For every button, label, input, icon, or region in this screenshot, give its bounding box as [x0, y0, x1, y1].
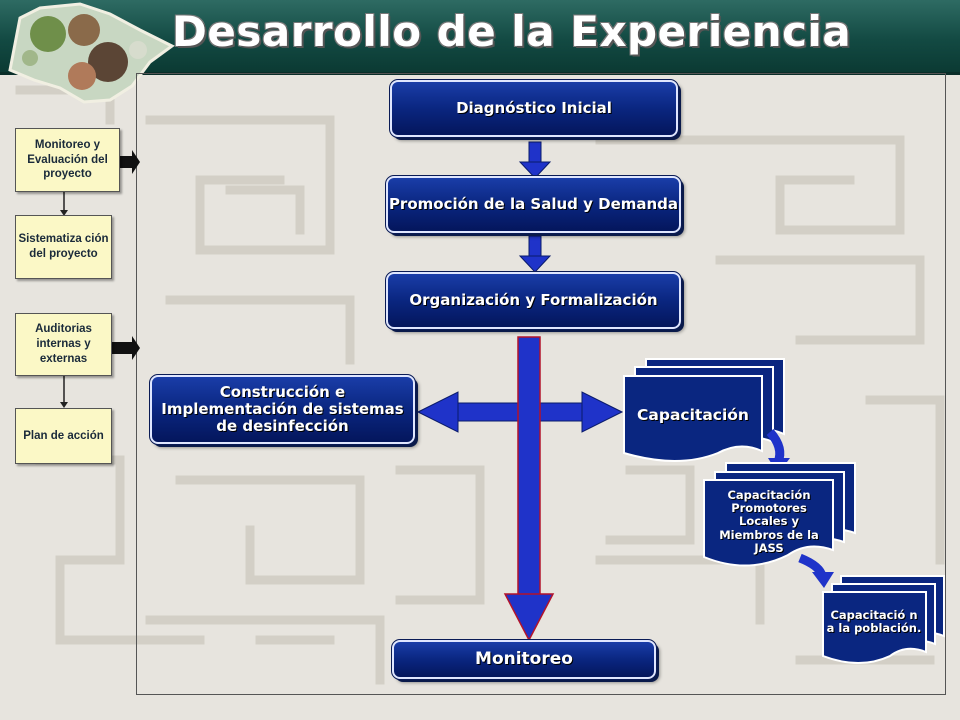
capacitacion-promotores-document-stack [703, 462, 856, 567]
box-diagnostico-inicial: Diagnóstico Inicial [389, 79, 679, 138]
down-arrow-diagnostico-promocion [518, 141, 552, 179]
sidebar-item-auditorias: Auditorias internas y externas [15, 313, 112, 376]
curved-arrow-to-poblacion [798, 553, 834, 588]
logo-map-photo-collage [8, 2, 175, 104]
diagram-frame [136, 73, 946, 695]
box-organizacion-formalizacion: Organización y Formalización [385, 271, 682, 330]
sidebar-pointer-arrow [120, 150, 140, 174]
main-vertical-arrow [503, 336, 555, 642]
label-capacitacion-poblacion: Capacitació n a la población. [826, 607, 922, 635]
box-construccion-implementacion: Construcción e Implementación de sistema… [149, 374, 416, 445]
sidebar-connector-arrowhead [60, 210, 68, 216]
label-capacitacion: Capacitación [637, 406, 749, 425]
box-monitoreo: Monitoreo [391, 639, 657, 680]
sidebar-pointer-arrow [112, 336, 140, 360]
label-capacitacion-promotores: Capacitación Promotores Locales y Miembr… [719, 487, 819, 555]
sidebar-item-sistematizacion: Sistematiza ción del proyecto [15, 215, 112, 279]
sidebar-item-plan-accion: Plan de acción [15, 408, 112, 464]
capacitacion-poblacion-document-stack [822, 575, 945, 664]
down-arrow-promocion-organizacion [518, 235, 552, 273]
box-promocion-salud: Promoción de la Salud y Demanda [385, 175, 682, 234]
sidebar-item-monitoreo-evaluacion: Monitoreo y Evaluación del proyecto [15, 128, 120, 192]
sidebar-connector-arrowhead [60, 402, 68, 408]
page-title: Desarrollo de la Experiencia [172, 7, 852, 56]
capacitacion-document-stack [623, 358, 785, 462]
